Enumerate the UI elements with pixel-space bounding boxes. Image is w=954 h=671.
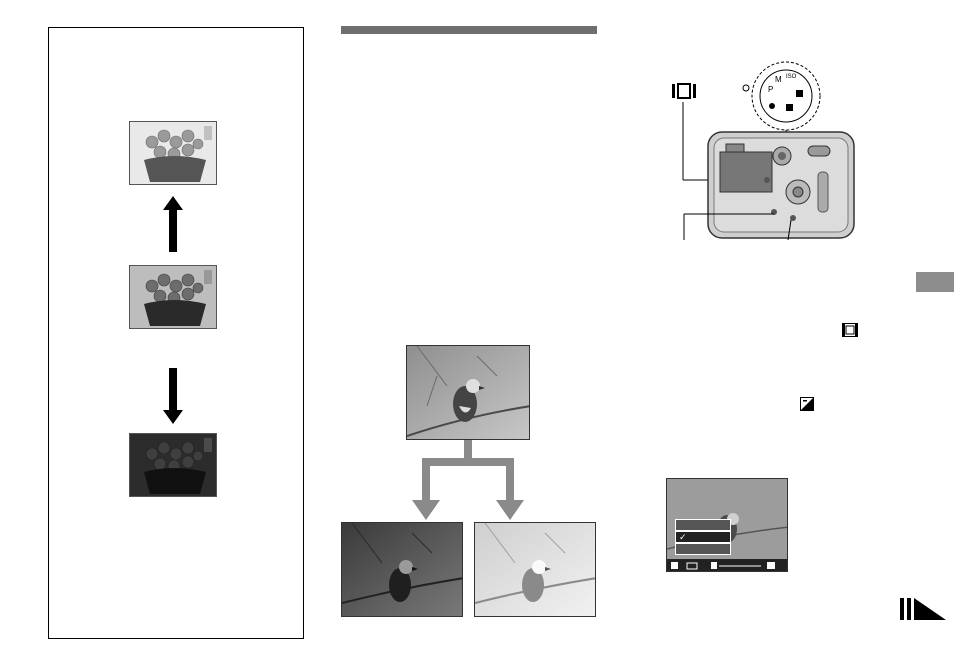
continued-icon (900, 598, 946, 620)
mode-dial-icon: P M ISO (743, 62, 820, 130)
flower-photo-bright (129, 121, 217, 185)
flower-photo-dark (129, 433, 217, 497)
split-arrows-icon (406, 440, 530, 522)
movie-icon (842, 323, 858, 337)
camera-illustration: P M ISO (668, 52, 858, 242)
bird-photo-dark (341, 522, 463, 617)
arrow-up-icon (163, 196, 183, 252)
lcd-menu-row-bottom (675, 543, 731, 555)
bird-photo-original (406, 345, 530, 440)
svg-text:ISO: ISO (786, 74, 797, 80)
exposure-icon (800, 397, 814, 411)
section-side-tab (916, 272, 954, 292)
svg-text:M: M (775, 75, 782, 84)
checkmark-icon: ✓ (679, 532, 687, 542)
lcd-menu-row-top (675, 519, 731, 531)
section-header-bar (341, 26, 597, 34)
flower-photo-normal (129, 265, 217, 329)
arrow-down-icon (163, 368, 183, 424)
bird-photo-light (474, 522, 596, 617)
lcd-menu-row-selected: ✓ (675, 531, 731, 543)
svg-text:P: P (768, 85, 773, 94)
exposure-example-frame (48, 27, 304, 639)
screen-frame-icon (672, 84, 696, 98)
lcd-menu-preview: ✓ (666, 478, 788, 572)
lcd-status-bar (667, 559, 787, 571)
